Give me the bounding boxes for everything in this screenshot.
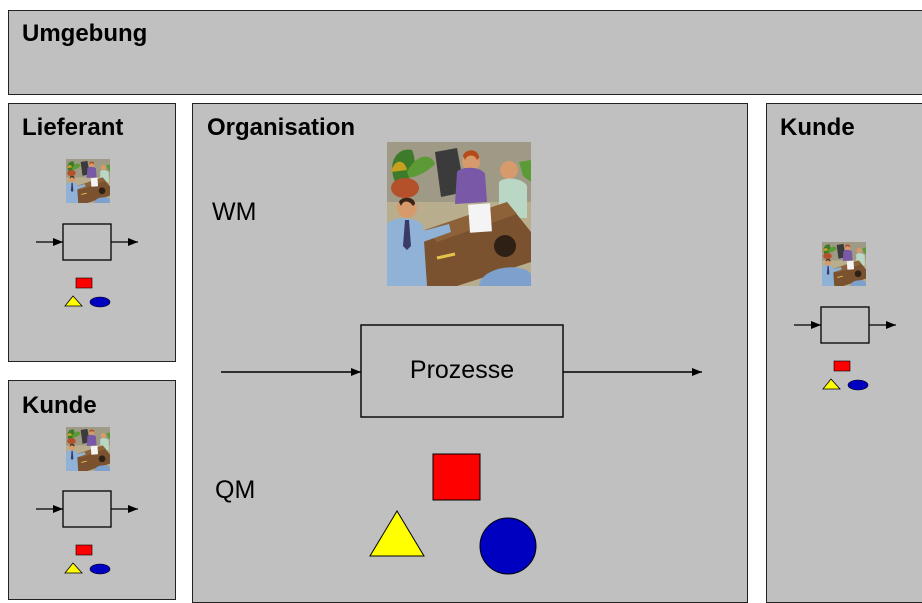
meeting-clipart-icon	[66, 159, 110, 203]
qm-label: QM	[215, 476, 256, 504]
red-square-icon	[432, 453, 481, 501]
blue-circle-icon	[89, 563, 111, 575]
blue-circle-icon	[479, 517, 537, 575]
process-label: Prozesse	[409, 356, 515, 384]
red-square-icon	[833, 360, 851, 372]
blue-circle-icon	[89, 296, 111, 308]
lieferant-panel	[8, 103, 176, 362]
kunde-left-title: Kunde	[22, 392, 97, 419]
qm-shapes	[369, 453, 537, 575]
kunde-right-process-diagram	[794, 306, 896, 391]
red-square-icon	[75, 277, 93, 289]
yellow-triangle-icon	[64, 295, 83, 307]
organisation-title: Organisation	[207, 114, 356, 141]
yellow-triangle-icon	[369, 510, 425, 557]
organisation-process-diagram	[221, 324, 702, 418]
yellow-triangle-icon	[822, 378, 841, 390]
umgebung-title: Umgebung	[22, 20, 148, 47]
kunde-right-title: Kunde	[780, 114, 855, 141]
red-square-icon	[75, 544, 93, 556]
blue-circle-icon	[847, 379, 869, 391]
meeting-clipart-icon	[822, 242, 866, 286]
kunde-left-panel	[8, 380, 176, 600]
umgebung-panel	[8, 10, 922, 95]
lieferant-title: Lieferant	[22, 114, 124, 141]
lieferant-process-diagram	[36, 223, 138, 308]
meeting-clipart-icon	[66, 427, 110, 471]
kunde-right-panel	[766, 103, 922, 603]
yellow-triangle-icon	[64, 562, 83, 574]
meeting-clipart-icon	[387, 142, 531, 286]
kunde-left-process-diagram	[36, 490, 138, 575]
wm-label: WM	[212, 198, 257, 226]
